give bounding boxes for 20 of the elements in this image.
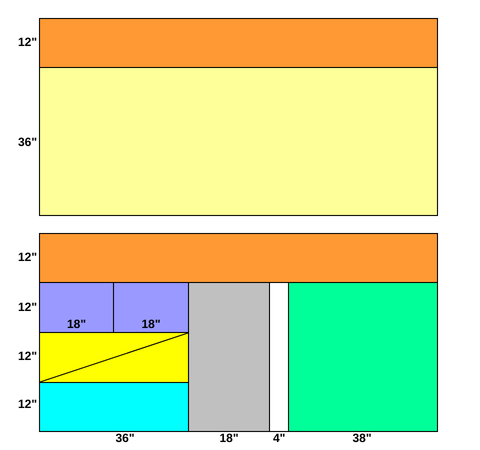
board-panel xyxy=(39,67,438,216)
dimension-label: 12" xyxy=(18,300,38,314)
cut-piece xyxy=(113,282,189,333)
dimension-label: 4" xyxy=(273,431,286,445)
cut-piece xyxy=(288,282,438,432)
cut-piece xyxy=(39,282,114,333)
board-strip xyxy=(39,18,438,68)
dimension-label: 12" xyxy=(18,35,38,49)
dimension-label: 18" xyxy=(140,317,162,331)
dimension-label: 38" xyxy=(352,431,372,445)
dimension-label: 18" xyxy=(220,431,239,445)
dimension-label: 18" xyxy=(66,317,88,331)
dimension-label: 12" xyxy=(18,397,38,411)
cut-piece xyxy=(39,382,189,432)
dimension-label: 36" xyxy=(116,431,135,445)
board-strip xyxy=(39,233,438,283)
dimension-label: 12" xyxy=(18,250,38,264)
dimension-label: 12" xyxy=(18,349,38,363)
dimension-label: 36" xyxy=(18,135,38,149)
cut-piece xyxy=(188,282,270,432)
